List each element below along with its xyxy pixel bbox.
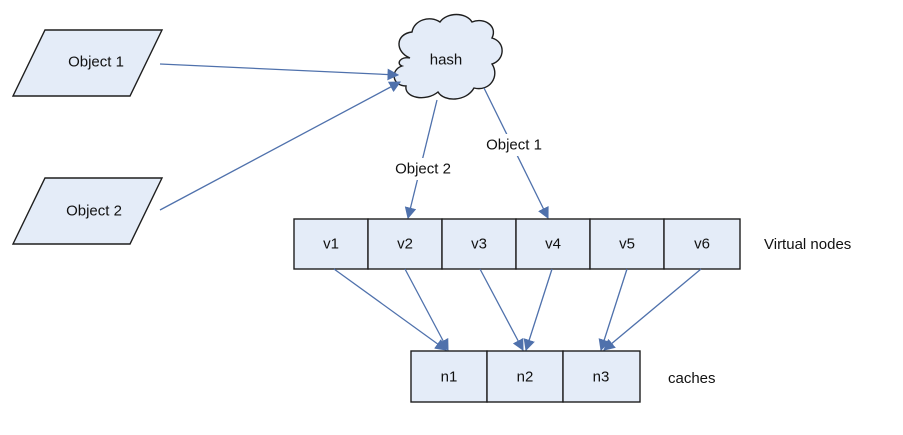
arrow-v2-to-n1 [404, 268, 449, 352]
object-1-label: Object 1 [68, 54, 124, 71]
arrow-object-2-to-hash [159, 81, 402, 211]
arrow-v6-to-n3 [603, 268, 702, 351]
object-2-label: Object 2 [66, 203, 122, 220]
edge-label-object-1: Object 1 [486, 137, 542, 154]
virtual-node-label-v5: v5 [619, 236, 635, 253]
cache-n1 [410, 350, 488, 403]
cache-label-n3: n3 [593, 369, 610, 386]
arrow-object-1-to-hash [159, 63, 400, 81]
edge-label-bg-object-1 [478, 134, 552, 156]
virtual-node-label-v6: v6 [694, 236, 710, 253]
virtual-nodes-row-label: Virtual nodes [764, 236, 851, 253]
virtual-node-label-v4: v4 [545, 236, 561, 253]
arrow-v5-to-n3 [598, 268, 628, 352]
cache-label-n2: n2 [517, 369, 534, 386]
virtual-node-label-v1: v1 [323, 236, 339, 253]
edge-label-bg-object-2 [386, 158, 460, 180]
virtual-node-label-v3: v3 [471, 236, 487, 253]
hash-cloud: hash [393, 13, 503, 100]
virtual-node-label-v2: v2 [397, 236, 413, 253]
virtual-node-v2 [367, 218, 443, 270]
caches-row-label: caches [668, 370, 716, 387]
edge-label-object-2: Object 2 [395, 161, 451, 178]
object-2-input: Object 2 [11, 177, 164, 245]
virtual-node-v5 [589, 218, 665, 270]
cache-n2 [486, 350, 564, 403]
object-1-input: Object 1 [11, 29, 164, 97]
arrow-v3-to-n2 [479, 268, 524, 352]
virtual-node-v1 [293, 218, 369, 270]
cache-n3 [562, 350, 641, 403]
hash-label: hash [430, 52, 463, 69]
virtual-nodes-row: v1 v2 v3 v4 v5 v6 [293, 218, 741, 270]
arrow-v1-to-n1 [333, 268, 447, 351]
cache-label-n1: n1 [441, 369, 458, 386]
caches-row: n1 n2 n3 [410, 350, 641, 403]
virtual-node-v6 [663, 218, 741, 270]
arrow-v4-to-n2 [523, 268, 553, 352]
virtual-node-v4 [515, 218, 591, 270]
